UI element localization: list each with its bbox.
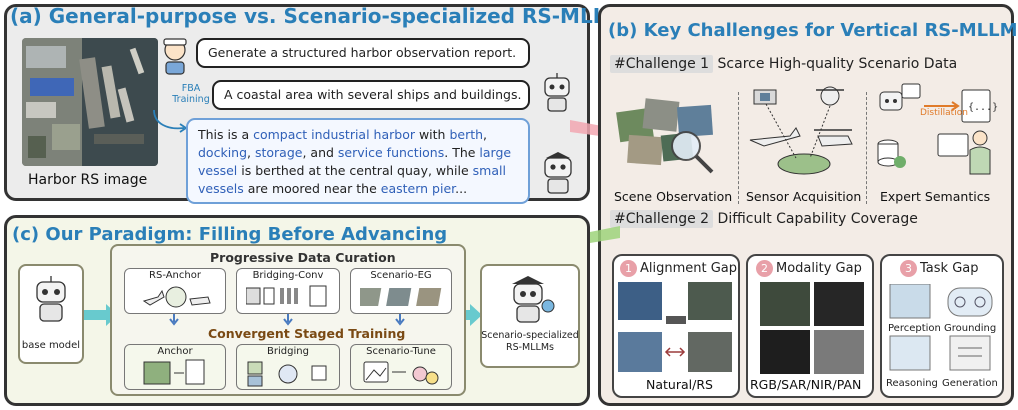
alignment-gap-images (618, 282, 732, 372)
down-arrows (169, 314, 405, 326)
base-robot-icon (36, 276, 66, 322)
modality-gap-images (760, 282, 864, 374)
bridging-conv-label: Bridging-Conv (252, 270, 324, 281)
task-gap-icons (889, 284, 993, 371)
divider (738, 92, 739, 204)
task-grounding-label: Grounding (944, 323, 997, 334)
expert-semantics-icon: {...} (877, 83, 998, 175)
rs-anchor-icon (142, 286, 211, 308)
task-gap-box (880, 254, 1004, 398)
challenge-2-text: Difficult Capability Coverage (717, 211, 918, 227)
challenge-1-tag: #Challenge 1 (610, 55, 714, 73)
anchor-stage-icon (143, 359, 205, 385)
specialized-robot-icon (544, 152, 572, 194)
panel-a-title: (a) General-purpose vs. Scenario-special… (10, 4, 638, 28)
bridging-conv-icon (246, 285, 327, 307)
challenge-1-heading: #Challenge 1 Scarce High-quality Scenari… (610, 55, 958, 73)
scenario-eg-icon (360, 288, 442, 306)
task-reasoning-label: Reasoning (886, 378, 938, 389)
flow-arrow (84, 304, 482, 326)
scenario-tune-label: Scenario-Tune (366, 346, 436, 357)
sensor-acquisition-icon (749, 86, 853, 175)
scenario-eg-label: Scenario-EG (370, 270, 432, 281)
panel-b-title: (b) Key Challenges for Vertical RS-MLLMs (608, 20, 1018, 41)
task-perception-label: Perception (888, 323, 941, 334)
rs-anchor-label: RS-Anchor (149, 270, 201, 281)
bridging-stage-icon (247, 361, 327, 387)
specialized-answer-bubble: This is a compact industrial harbor with… (186, 118, 530, 204)
harbor-rs-image (22, 38, 158, 166)
training-title: Convergent Staged Training (208, 326, 406, 341)
scenario-tune-icon (363, 361, 439, 385)
output-model-label: Scenario-specialized RS-MLLMs (481, 330, 579, 353)
fba-arrow (153, 109, 188, 133)
prompt-bubble: Generate a structured harbor observation… (196, 38, 530, 68)
general-answer-bubble: A coastal area with several ships and bu… (212, 80, 530, 110)
base-model-label: base model (21, 340, 81, 351)
challenge-1-text: Scarce High-quality Scenario Data (717, 56, 958, 72)
harbor-image-caption: Harbor RS image (28, 172, 148, 188)
alignment-gap-box (612, 254, 740, 398)
bridging-stage-label: Bridging (267, 346, 309, 357)
curation-title: Progressive Data Curation (210, 250, 396, 265)
alignment-gap-caption: Natural/RS (646, 377, 713, 392)
anchor-stage-box (124, 344, 226, 390)
challenge-2-heading: #Challenge 2 Difficult Capability Covera… (610, 210, 918, 228)
panel-c-title: (c) Our Paradigm: Filling Before Advanci… (12, 224, 448, 245)
task-generation-label: Generation (942, 378, 998, 389)
user-avatar-icon (163, 38, 187, 75)
general-robot-icon (544, 73, 570, 112)
fba-training-label: FBA Training (172, 83, 210, 105)
expert-semantics-label: Expert Semantics (880, 189, 991, 204)
svg-text:{...}: {...} (968, 102, 998, 113)
divider (866, 92, 867, 204)
challenge-2-tag: #Challenge 2 (610, 210, 714, 228)
scene-observation-label: Scene Observation (614, 189, 733, 204)
scene-observation-icon (616, 98, 714, 174)
anchor-stage-label: Anchor (157, 346, 193, 357)
sensor-acquisition-label: Sensor Acquisition (746, 189, 862, 204)
modality-gap-caption: RGB/SAR/NIR/PAN (750, 377, 862, 392)
distillation-label: Distillation (920, 108, 968, 118)
specialized-model-icon (512, 276, 555, 323)
